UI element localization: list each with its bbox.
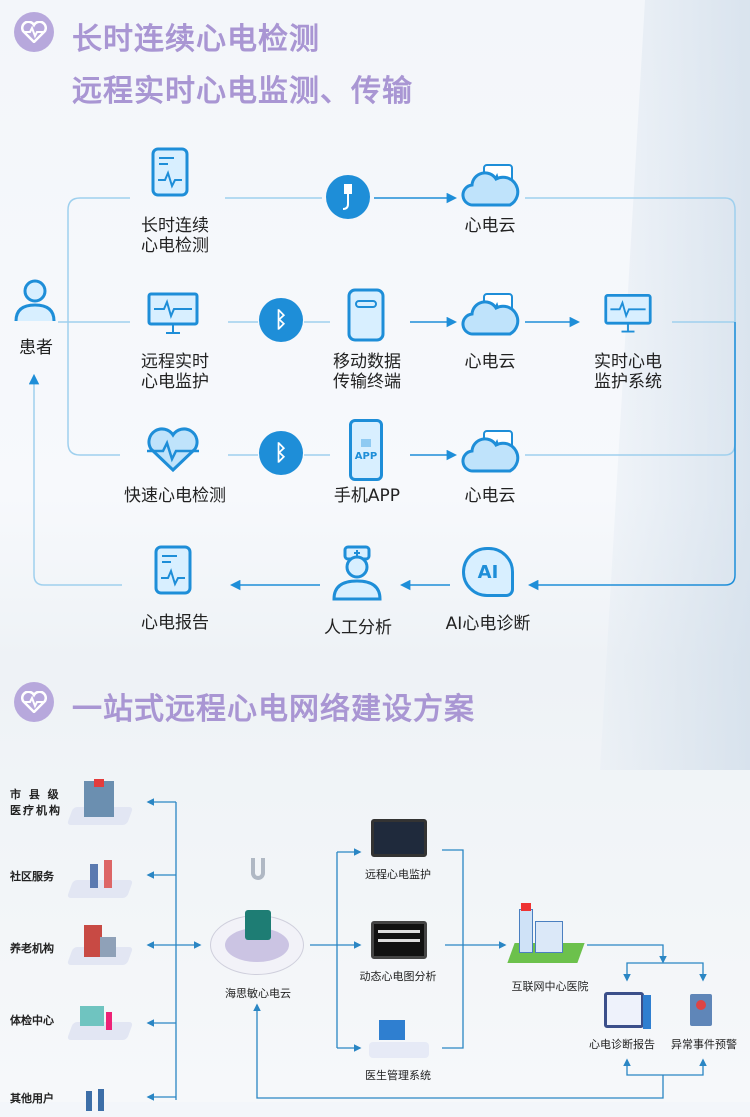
heart-pulse-icon bbox=[14, 682, 54, 722]
cloud-label: 海思敏心电云 bbox=[225, 987, 291, 1000]
elderly-care-building-icon bbox=[66, 915, 134, 965]
row1-device-label: 长时连续心电检测 bbox=[141, 216, 209, 256]
community-service-icon bbox=[66, 848, 134, 898]
section-title-line1: 长时连续心电检测 bbox=[72, 22, 320, 57]
checkup-center-icon bbox=[66, 990, 134, 1040]
ecg-recorder-icon bbox=[151, 147, 189, 197]
heart-ecg-icon bbox=[147, 427, 199, 473]
row3-device-label: 快速心电检测 bbox=[124, 486, 226, 506]
phone-app-icon: APP bbox=[349, 419, 383, 481]
row3-cloud-label: 心电云 bbox=[464, 486, 516, 506]
client-label-other: 其他用户 bbox=[10, 1092, 54, 1105]
row4-ai-label: AI心电诊断 bbox=[445, 614, 531, 634]
remote-monitoring-laptop-icon bbox=[371, 819, 427, 857]
alert-warning-icon bbox=[690, 994, 712, 1026]
row4-report-label: 心电报告 bbox=[141, 613, 209, 633]
row2-terminal-label: 移动数据传输终端 bbox=[333, 352, 401, 392]
service-label-remote: 远程心电监护 bbox=[365, 868, 431, 881]
monitor-icon bbox=[147, 292, 199, 334]
row4-manual-label: 人工分析 bbox=[324, 618, 392, 638]
patient-icon bbox=[14, 279, 56, 322]
ecg-analysis-laptop-icon bbox=[371, 921, 427, 959]
cloud-icon bbox=[461, 430, 520, 473]
ecg-report-icon bbox=[154, 545, 192, 595]
diagnosis-report-icon bbox=[604, 992, 651, 1029]
usb-icon bbox=[326, 175, 370, 219]
doctor-icon bbox=[332, 545, 382, 601]
cloud-icon bbox=[461, 164, 520, 207]
network-lines bbox=[146, 798, 707, 1101]
cloud-platform-icon bbox=[210, 858, 304, 975]
bluetooth-icon: ᛒ bbox=[259, 298, 303, 342]
output-label-report: 心电诊断报告 bbox=[589, 1038, 655, 1051]
service-label-dynamic: 动态心电图分析 bbox=[359, 970, 437, 983]
row2-device-label: 远程实时心电监护 bbox=[141, 352, 209, 392]
row2-system-label: 实时心电监护系统 bbox=[594, 352, 662, 392]
doctor-management-icon bbox=[369, 1018, 429, 1058]
data-terminal-icon bbox=[347, 288, 385, 342]
other-users-icon bbox=[70, 1067, 130, 1117]
section2-title: 一站式远程心电网络建设方案 bbox=[72, 692, 475, 727]
client-label-checkup: 体检中心 bbox=[10, 1014, 54, 1027]
hospital-label: 互联网中心医院 bbox=[511, 980, 589, 993]
row2-cloud-label: 心电云 bbox=[464, 352, 516, 372]
bluetooth-icon: ᛒ bbox=[259, 431, 303, 475]
client-label-city-county: 市 县 级医疗机构 bbox=[10, 788, 62, 817]
monitoring-system-icon bbox=[604, 294, 652, 333]
heart-pulse-icon bbox=[14, 12, 54, 52]
output-label-alert: 异常事件预警 bbox=[671, 1038, 737, 1051]
internet-hospital-icon bbox=[507, 903, 585, 963]
hospital-building-icon bbox=[66, 775, 134, 825]
flow-lines bbox=[28, 192, 736, 591]
patient-label: 患者 bbox=[19, 338, 53, 358]
client-label-elderly-care: 养老机构 bbox=[10, 942, 54, 955]
section-title-line2: 远程实时心电监测、传输 bbox=[72, 74, 413, 109]
ai-head-icon: AI bbox=[462, 547, 514, 597]
client-label-community: 社区服务 bbox=[10, 870, 54, 883]
row1-cloud-label: 心电云 bbox=[464, 216, 516, 236]
cloud-icon bbox=[461, 293, 520, 336]
row3-app-label: 手机APP bbox=[333, 486, 401, 506]
service-label-doctor: 医生管理系统 bbox=[365, 1069, 431, 1082]
